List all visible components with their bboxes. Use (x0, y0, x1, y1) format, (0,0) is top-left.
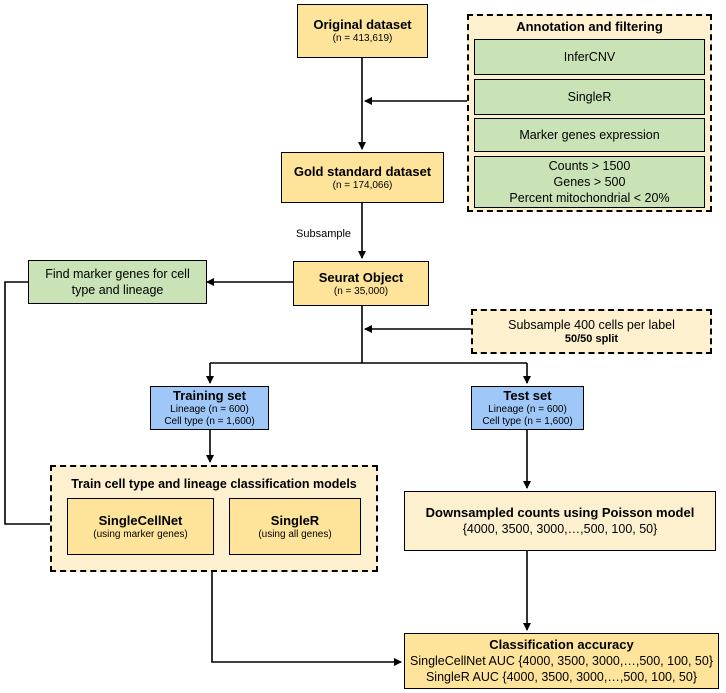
classification-accuracy-box: Classification accuracy SingleCellNet AU… (404, 633, 719, 689)
downsampled-title: Downsampled counts using Poisson model (425, 505, 695, 520)
test-celltype: Cell type (n = 1,600) (482, 416, 573, 427)
accuracy-singlecellnet: SingleCellNet AUC {4000, 3500, 3000,…,50… (410, 654, 713, 668)
annotation-item-label: SingleR (567, 90, 612, 104)
find-marker-genes-box: Find marker genes for cell type and line… (28, 260, 207, 304)
train-models-title: Train cell type and lineage classificati… (71, 477, 357, 491)
filter-genes: Genes > 500 (553, 175, 626, 189)
training-lineage: Lineage (n = 600) (170, 404, 249, 415)
annotation-item-singler: SingleR (474, 79, 705, 115)
accuracy-singler: SingleR AUC {4000, 3500, 3000,…,500, 100… (425, 670, 698, 684)
training-set-box: Training set Lineage (n = 600) Cell type… (150, 386, 269, 430)
test-set-title: Test set (503, 388, 552, 403)
original-dataset-count: (n = 413,619) (332, 33, 393, 44)
annotation-filtering-title: Annotation and filtering (516, 19, 663, 34)
seurat-object-title: Seurat Object (318, 269, 404, 285)
split-line: 50/50 split (564, 333, 619, 345)
seurat-object-box: Seurat Object (n = 35,000) (293, 261, 429, 306)
downsampled-values: {4000, 3500, 3000,…,500, 100, 50} (462, 522, 658, 536)
arrow-marker-to-singlecellnet (4, 281, 65, 528)
subsample-label: Subsample (296, 228, 352, 240)
annotation-item-label: InferCNV (563, 50, 616, 64)
seurat-object-count: (n = 35,000) (333, 285, 389, 297)
filter-mitochondrial: Percent mitochondrial < 20% (509, 191, 670, 205)
gold-standard-box: Gold standard dataset (n = 174,066) (281, 152, 444, 203)
accuracy-title: Classification accuracy (489, 637, 634, 652)
test-lineage: Lineage (n = 600) (488, 404, 567, 415)
original-dataset-box: Original dataset (n = 413,619) (297, 4, 428, 58)
singlecellnet-box: SingleCellNet (using marker genes) (67, 498, 214, 555)
original-dataset-title: Original dataset (313, 17, 412, 32)
annotation-item-label: Marker genes expression (519, 128, 660, 142)
filter-counts: Counts > 1500 (548, 159, 631, 173)
test-set-box: Test set Lineage (n = 600) Cell type (n … (471, 386, 584, 430)
singler-title: SingleR (270, 512, 320, 528)
singlecellnet-sub: (using marker genes) (93, 528, 188, 540)
training-set-title: Training set (173, 388, 246, 403)
find-marker-genes-text: Find marker genes for cell type and line… (45, 267, 190, 297)
gold-standard-count: (n = 174,066) (332, 179, 393, 191)
annotation-filters: Counts > 1500 Genes > 500 Percent mitoch… (474, 156, 705, 208)
subsample-split-box: Subsample 400 cells per label 50/50 spli… (471, 309, 712, 354)
downsampled-box: Downsampled counts using Poisson model {… (404, 491, 716, 551)
singler-box: SingleR (using all genes) (229, 498, 361, 555)
training-celltype: Cell type (n = 1,600) (164, 416, 255, 427)
arrow-models-to-accuracy (211, 572, 402, 666)
singlecellnet-title: SingleCellNet (98, 512, 183, 528)
gold-standard-title: Gold standard dataset (293, 163, 432, 179)
annotation-item-infercnv: InferCNV (474, 39, 705, 75)
singler-sub: (using all genes) (258, 528, 332, 540)
subsample-line: Subsample 400 cells per label (508, 318, 675, 332)
annotation-item-marker-genes: Marker genes expression (474, 118, 705, 152)
